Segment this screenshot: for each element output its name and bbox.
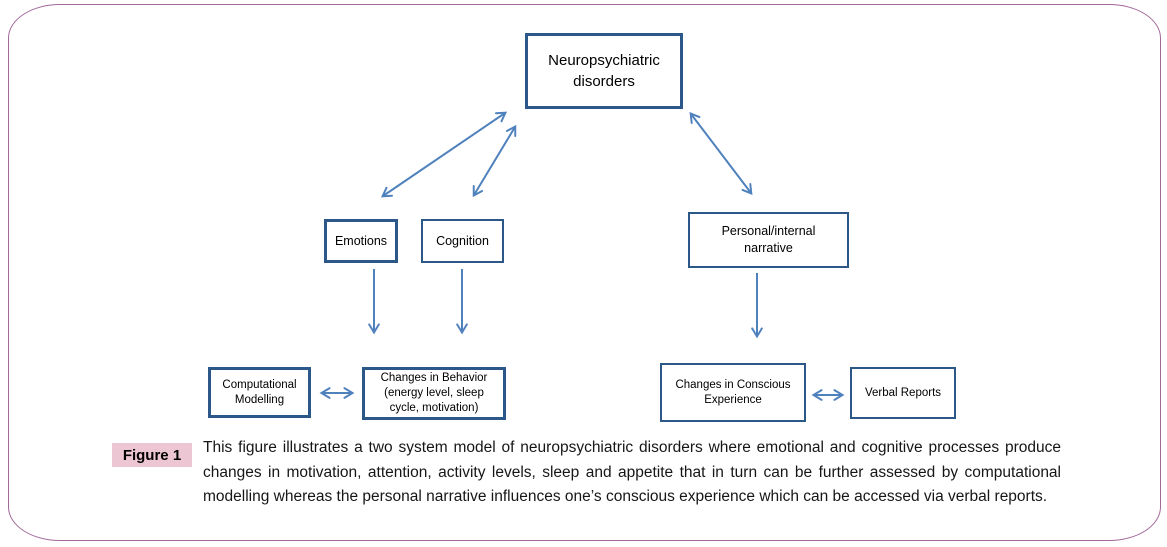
figure-caption: This figure illustrates a two system mod… — [203, 439, 1061, 506]
node-changes-in-conscious-experience: Changes in Conscious Experience — [660, 363, 806, 422]
figure-frame — [8, 4, 1161, 541]
node-emotions: Emotions — [324, 219, 398, 263]
node-changes-in-behavior: Changes in Behavior (energy level, sleep… — [362, 367, 506, 420]
node-verbal-reports: Verbal Reports — [850, 367, 956, 419]
node-neuropsychiatric-disorders: Neuropsychiatric disorders — [525, 33, 683, 109]
arrow-neuro-personal — [689, 112, 753, 195]
figure-label-badge: Figure 1 — [112, 443, 192, 467]
node-personal-internal-narrative: Personal/internal narrative — [688, 212, 849, 268]
node-cognition: Cognition — [421, 219, 504, 263]
arrow-neuro-cognition — [472, 124, 517, 198]
node-computational-modelling: Computational Modelling — [208, 367, 311, 418]
arrow-neuro-emotions — [380, 111, 508, 198]
